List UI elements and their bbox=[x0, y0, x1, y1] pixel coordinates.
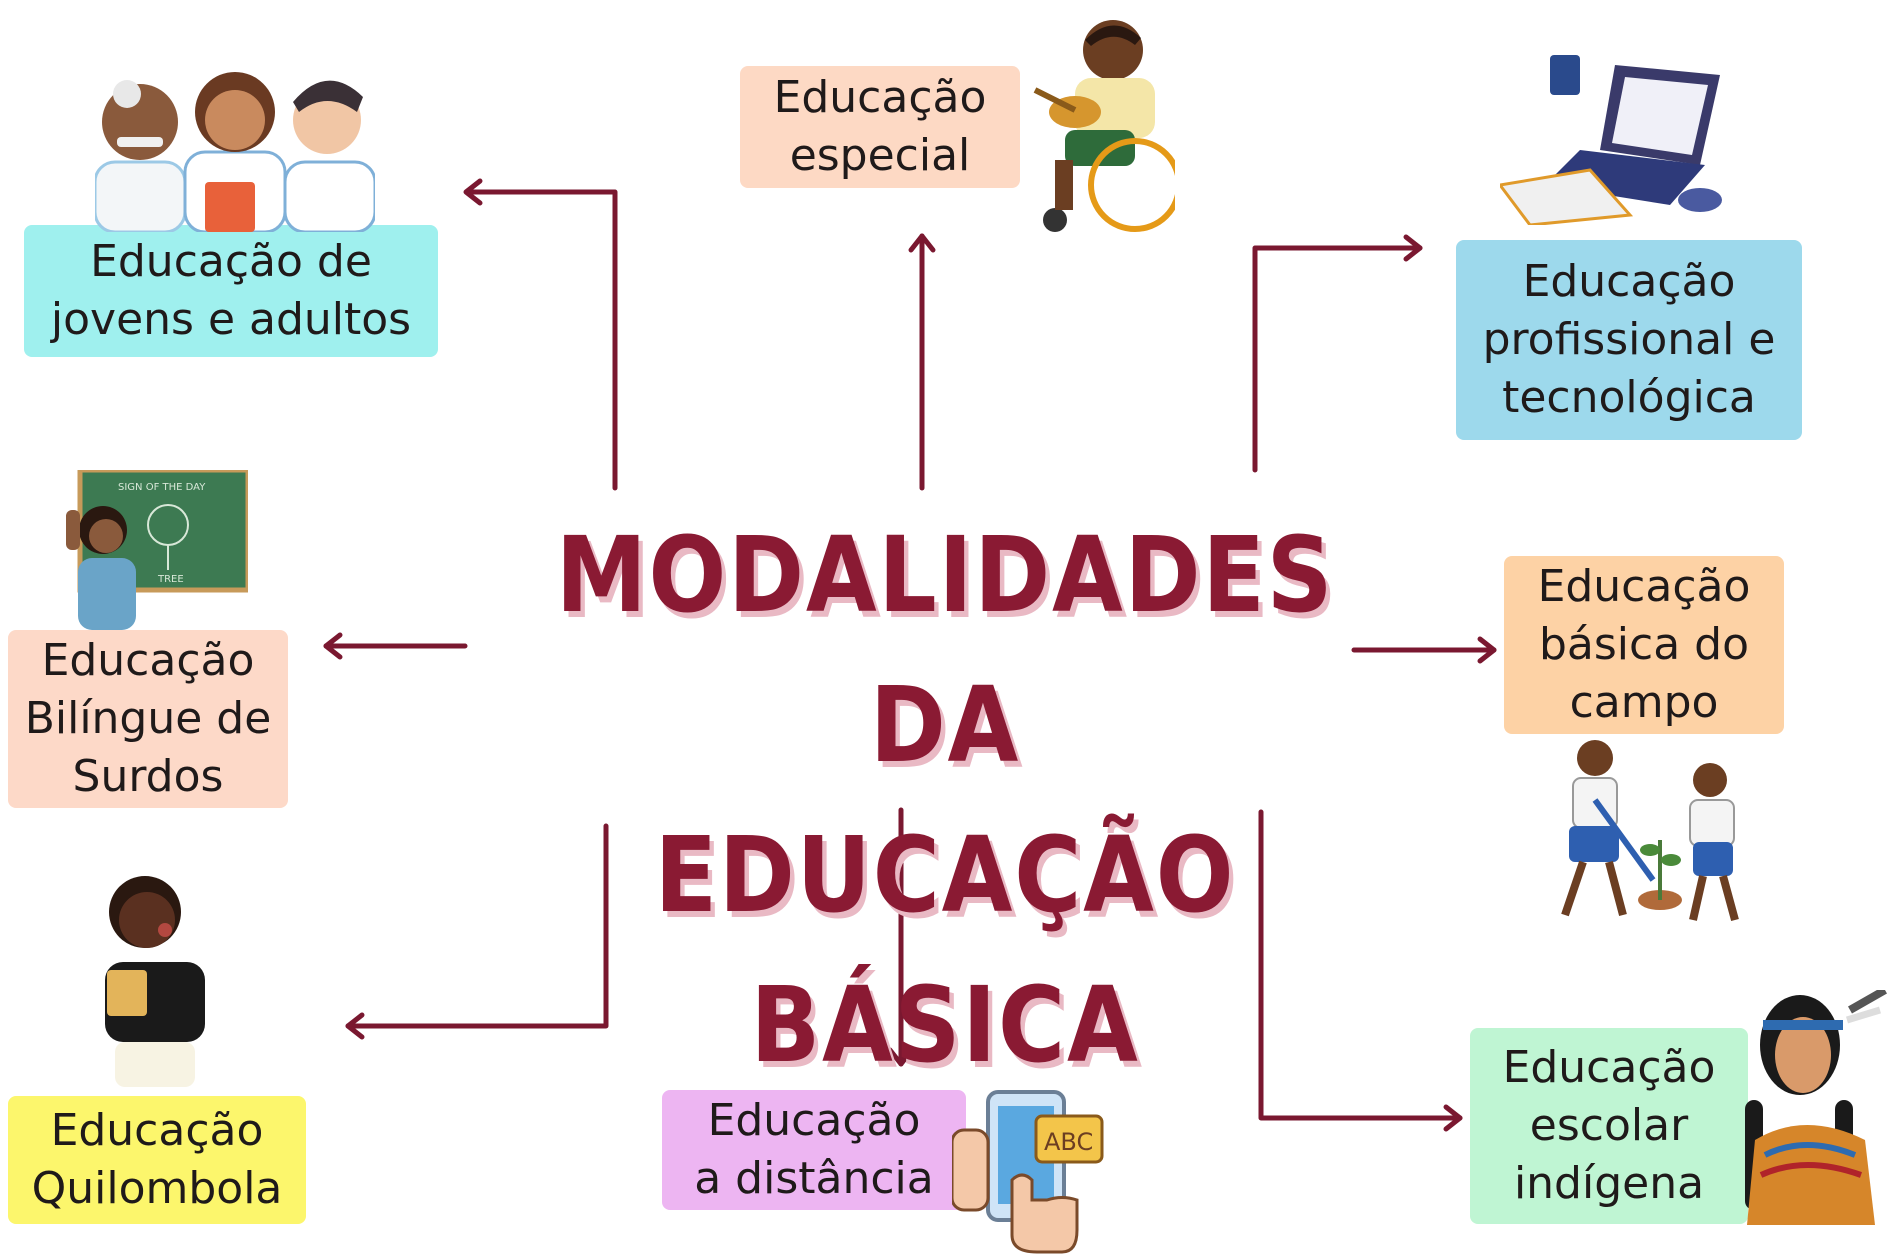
box-line: Quilombola bbox=[31, 1163, 283, 1214]
arrowhead-especial bbox=[908, 233, 936, 253]
box-jovens-adultos: Educação de jovens e adultos bbox=[24, 225, 438, 357]
indigenous-woman-illustration bbox=[1745, 990, 1887, 1225]
svg-text:SIGN OF THE DAY: SIGN OF THE DAY bbox=[118, 482, 206, 493]
box-profissional: Educação profissional e tecnológica bbox=[1456, 240, 1802, 440]
children-planting-tree-illustration bbox=[1561, 740, 1739, 922]
arrowhead-bilingue bbox=[323, 632, 343, 660]
svg-text:ABC: ABC bbox=[1044, 1128, 1093, 1156]
box-indigena: Educação escolar indígena bbox=[1470, 1028, 1748, 1224]
box-line: a distância bbox=[694, 1153, 934, 1204]
box-line: Educação bbox=[50, 1105, 264, 1156]
box-line: básica do bbox=[1538, 619, 1750, 670]
main-title-line1: MODALIDADES DA bbox=[555, 514, 1335, 786]
arrowhead-jovens-adultos bbox=[463, 178, 483, 206]
boy-reading-illustration bbox=[105, 876, 205, 1087]
main-title: MODALIDADES DA EDUCAÇÃO BÁSICA bbox=[483, 500, 1407, 1100]
box-line: campo bbox=[1569, 677, 1719, 728]
wheelchair-guitar-boy-illustration bbox=[1033, 20, 1175, 232]
box-line: escolar bbox=[1529, 1100, 1689, 1151]
arrowhead-distancia bbox=[887, 1047, 915, 1067]
box-line: indígena bbox=[1513, 1158, 1705, 1209]
sign-language-teacher-illustration: SIGN OF THE DAY TREE bbox=[66, 470, 248, 630]
arrowhead-campo bbox=[1477, 636, 1497, 664]
box-quilombola: Educação Quilombola bbox=[8, 1096, 306, 1224]
box-line: especial bbox=[789, 130, 971, 181]
arrow-indigena bbox=[1258, 809, 1463, 1121]
box-bilingue-surdos: Educação Bilíngue de Surdos bbox=[8, 630, 288, 808]
box-line: Educação bbox=[1522, 256, 1736, 307]
svg-text:TREE: TREE bbox=[157, 574, 184, 585]
arrowhead-indigena bbox=[1443, 1104, 1463, 1132]
main-title-line2: EDUCAÇÃO BÁSICA bbox=[654, 814, 1236, 1086]
box-line: jovens e adultos bbox=[50, 294, 412, 345]
box-line: Educação bbox=[707, 1095, 921, 1146]
box-line: Bilíngue de bbox=[24, 693, 272, 744]
box-line: Educação bbox=[1502, 1042, 1716, 1093]
box-line: Educação bbox=[1537, 561, 1751, 612]
box-line: Educação bbox=[773, 72, 987, 123]
arrowhead-profissional bbox=[1403, 234, 1423, 262]
phone-abc-illustration: ABC bbox=[952, 1090, 1104, 1254]
arrowhead-quilombola bbox=[345, 1012, 365, 1040]
arrow-profissional bbox=[1252, 245, 1423, 473]
box-line: profissional e bbox=[1482, 314, 1776, 365]
box-line: Educação bbox=[41, 635, 255, 686]
box-line: Surdos bbox=[72, 751, 224, 802]
box-especial: Educação especial bbox=[740, 66, 1020, 188]
laptop-desk-illustration bbox=[1500, 55, 1722, 225]
arrow-jovens-adultos bbox=[465, 189, 618, 491]
box-line: tecnológica bbox=[1502, 372, 1756, 423]
arrow-quilombola bbox=[345, 823, 609, 1029]
box-distancia: Educação a distância bbox=[662, 1090, 966, 1210]
group-of-students-illustration bbox=[95, 72, 375, 232]
box-line: Educação de bbox=[90, 236, 372, 287]
box-campo: Educação básica do campo bbox=[1504, 556, 1784, 734]
